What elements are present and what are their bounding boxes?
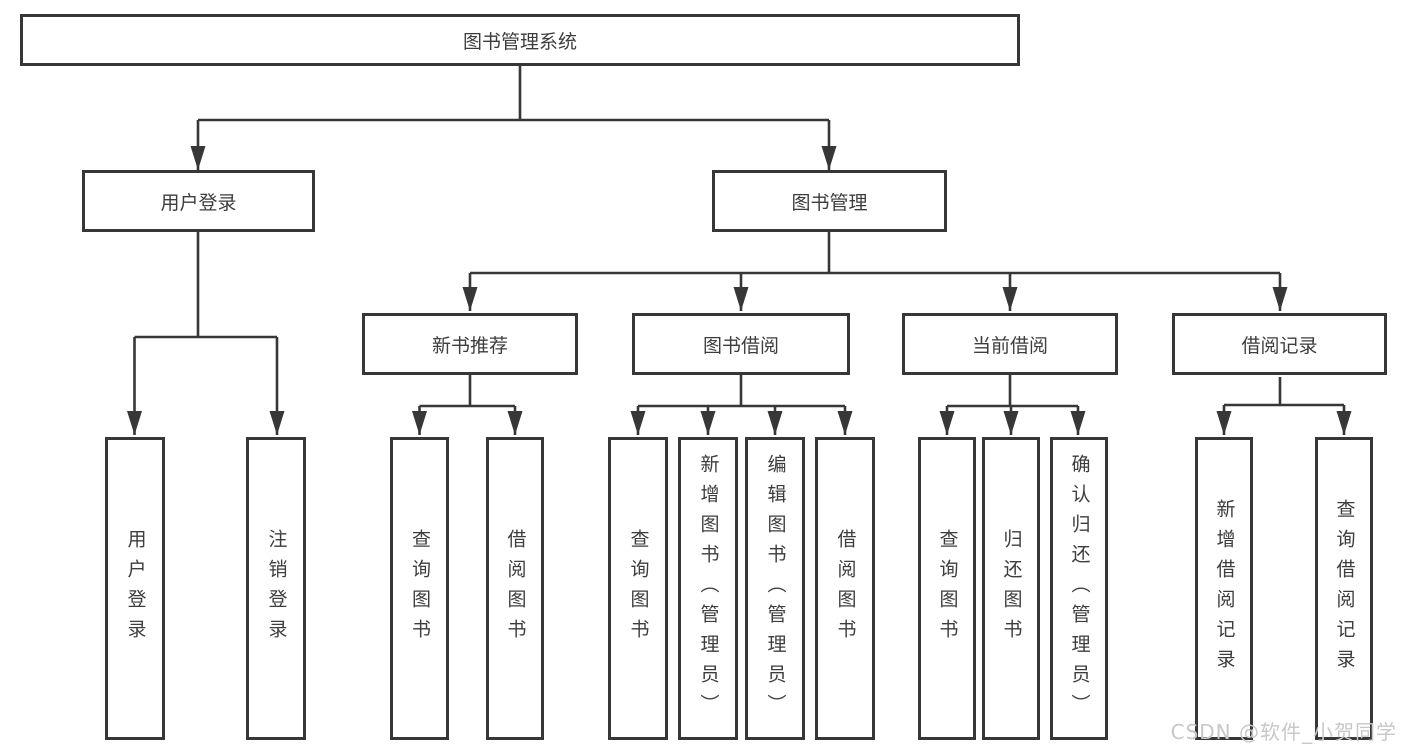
node-book-management: 图书管理 bbox=[712, 170, 947, 232]
leaf-confirm-return-admin-label: 确认归还（管理员） bbox=[1068, 453, 1091, 724]
node-root: 图书管理系统 bbox=[20, 14, 1020, 66]
leaf-add-book-admin-label: 新增图书（管理员） bbox=[697, 453, 720, 724]
leaf-borrow-books-recommend-label: 借阅图书 bbox=[504, 528, 527, 649]
node-borrow-records: 借阅记录 bbox=[1172, 313, 1387, 375]
leaf-edit-book-admin-label: 编辑图书（管理员） bbox=[764, 453, 787, 724]
leaf-query-books-recommend: 查询图书 bbox=[390, 437, 449, 740]
leaf-return-books-label: 归还图书 bbox=[1000, 528, 1023, 649]
node-new-book-recommend: 新书推荐 bbox=[362, 313, 578, 375]
leaf-query-books-borrow-label: 查询图书 bbox=[627, 528, 650, 649]
leaf-user-login-label: 用户登录 bbox=[124, 528, 147, 649]
leaf-logout: 注销登录 bbox=[246, 437, 306, 740]
leaf-add-borrow-record: 新增借阅记录 bbox=[1195, 437, 1253, 740]
leaf-return-books: 归还图书 bbox=[982, 437, 1040, 740]
watermark: CSDN @软件_小贺同学 bbox=[1170, 720, 1397, 744]
leaf-query-books-current: 查询图书 bbox=[918, 437, 976, 740]
leaf-query-borrow-record: 查询借阅记录 bbox=[1315, 437, 1373, 740]
node-current-borrow: 当前借阅 bbox=[902, 313, 1118, 375]
leaf-query-borrow-record-label: 查询借阅记录 bbox=[1333, 498, 1356, 679]
leaf-add-book-admin: 新增图书（管理员） bbox=[678, 437, 738, 740]
node-user-login: 用户登录 bbox=[82, 170, 315, 232]
leaf-query-books-recommend-label: 查询图书 bbox=[409, 528, 431, 649]
leaf-borrow-books-label: 借阅图书 bbox=[834, 528, 857, 649]
leaf-query-books-borrow: 查询图书 bbox=[608, 437, 668, 740]
leaf-borrow-books-recommend: 借阅图书 bbox=[486, 437, 544, 740]
leaf-user-login: 用户登录 bbox=[105, 437, 165, 740]
leaf-logout-label: 注销登录 bbox=[265, 528, 288, 649]
leaf-confirm-return-admin: 确认归还（管理员） bbox=[1050, 437, 1108, 740]
leaf-add-borrow-record-label: 新增借阅记录 bbox=[1213, 498, 1236, 679]
leaf-edit-book-admin: 编辑图书（管理员） bbox=[745, 437, 805, 740]
leaf-borrow-books: 借阅图书 bbox=[815, 437, 875, 740]
node-book-borrow: 图书借阅 bbox=[632, 313, 850, 375]
leaf-query-books-current-label: 查询图书 bbox=[936, 528, 959, 649]
